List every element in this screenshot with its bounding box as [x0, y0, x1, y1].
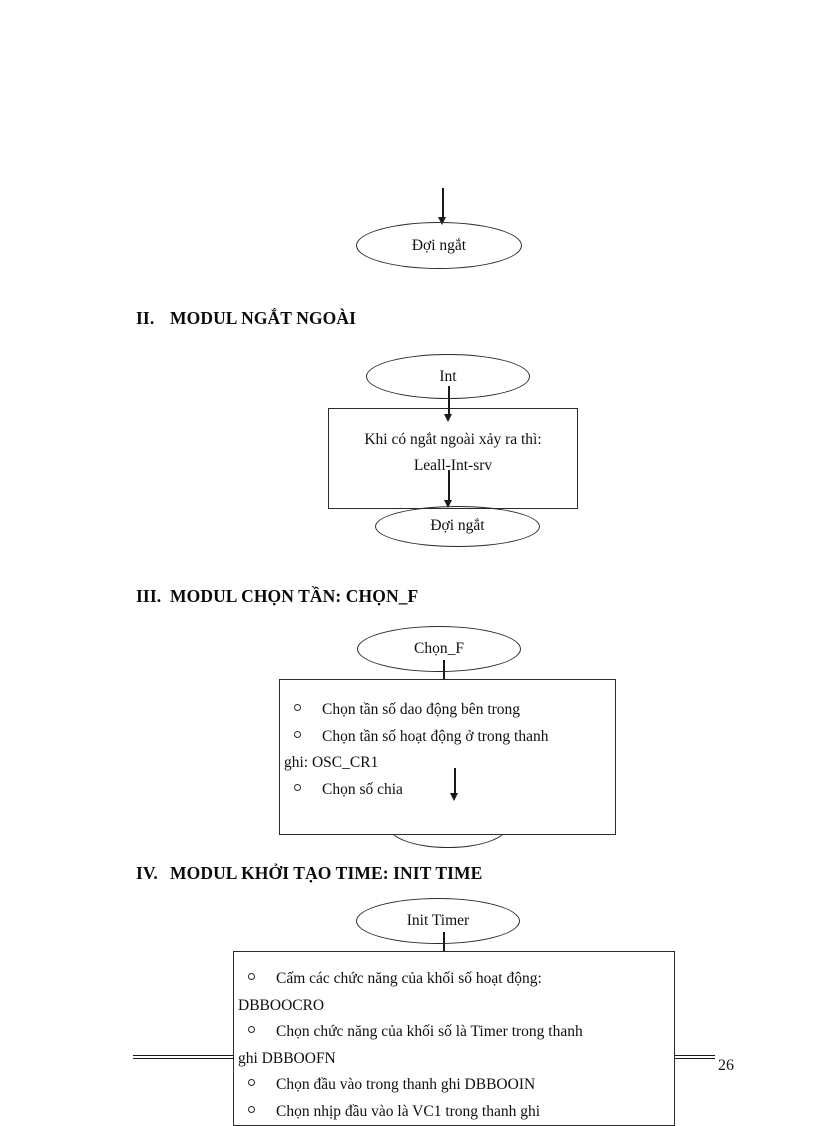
- section-4-numeral: IV.: [136, 863, 158, 883]
- section-4-start-label: Init Timer: [406, 912, 470, 929]
- list-item: Chọn đầu vào trong thanh ghi DBBOOIN: [238, 1072, 674, 1099]
- list-item-text: Chọn nhịp đầu vào là VC1 trong thanh ghi: [276, 1102, 541, 1120]
- section-4-title: MODUL KHỞI TẠO TIME: INIT TIME: [170, 863, 483, 883]
- section-2-title: MODUL NGẮT NGOÀI: [170, 308, 357, 328]
- section-3-heading: III. MODUL CHỌN TẦN: CHỌN_F: [136, 586, 418, 607]
- section-2-numeral: II.: [136, 308, 155, 328]
- section-4-process-box: Cấm các chức năng của khối số hoạt động:…: [233, 951, 675, 1126]
- section-3-numeral: III.: [136, 586, 162, 606]
- section-2-end-ellipse: Đợi ngắt: [375, 506, 540, 547]
- section-3-title: MODUL CHỌN TẦN: CHỌN_F: [170, 586, 419, 606]
- list-item-text: ghi: OSC_CR1: [284, 754, 379, 771]
- list-item: Chọn nhịp đầu vào là VC1 trong thanh ghi: [238, 1099, 674, 1126]
- list-item-text: Chọn tần số hoạt động ở trong thanh: [322, 727, 549, 745]
- bullet-circle-icon: [248, 1026, 255, 1033]
- section-2-heading: II. MODUL NGẮT NGOÀI: [136, 308, 356, 329]
- section-3-start-label: Chọn_F: [414, 640, 464, 657]
- section-2-process-line-2: Leall-Int-srv: [413, 457, 493, 474]
- section-4-bullet-list: Cấm các chức năng của khối số hoạt động:…: [238, 966, 674, 1125]
- bullet-circle-icon: [248, 1105, 255, 1113]
- page-number: 26: [718, 1057, 734, 1074]
- list-item: Chọn tần số hoạt động ở trong thanh: [284, 724, 614, 751]
- bullet-circle-icon: [294, 783, 301, 791]
- list-item-continuation: ghi: OSC_CR1: [284, 750, 614, 777]
- section-4-start-ellipse: Init Timer: [356, 898, 520, 944]
- list-item-text: DBBOOCRO: [238, 996, 325, 1014]
- bullet-circle-icon: [248, 973, 255, 980]
- list-item-text: Chọn số chia: [322, 780, 403, 798]
- list-item: Chọn chức năng của khối số là Timer tron…: [238, 1019, 674, 1046]
- list-item-text: Chọn chức năng của khối số là Timer tron…: [276, 1023, 583, 1040]
- list-item-text: Cấm các chức năng của khối số hoạt động:: [276, 970, 542, 987]
- list-item: Chọn tần số dao động bên trong: [284, 697, 614, 724]
- section-2-end-label: Đợi ngắt: [430, 517, 485, 534]
- list-item-continuation: DBBOOCRO: [238, 993, 674, 1020]
- flow1-terminator-label: Đợi ngắt: [411, 237, 467, 254]
- section-2-process-box: Khi có ngắt ngoài xảy ra thì: Leall-Int-…: [328, 408, 578, 509]
- bullet-circle-icon: [248, 1079, 255, 1086]
- list-item-continuation: ghi DBBOOFN: [238, 1046, 674, 1073]
- list-item-text: Chọn tần số dao động bên trong: [322, 701, 521, 718]
- list-item: Cấm các chức năng của khối số hoạt động:: [238, 966, 674, 993]
- section-3-bullet-list: Chọn tần số dao động bên trong Chọn tần …: [284, 697, 614, 803]
- section-3-end-ellipse-clipped: [388, 826, 508, 848]
- section-3-process-box: Chọn tần số dao động bên trong Chọn tần …: [279, 679, 616, 835]
- list-item-text: ghi DBBOOFN: [238, 1049, 336, 1067]
- section-4-heading: IV. MODUL KHỞI TẠO TIME: INIT TIME: [136, 863, 482, 884]
- section-2-process-line-1: Khi có ngắt ngoài xảy ra thì:: [364, 431, 542, 448]
- flow1-terminator-ellipse: Đợi ngắt: [356, 222, 522, 269]
- bullet-circle-icon: [294, 704, 301, 711]
- bullet-circle-icon: [294, 730, 301, 738]
- list-item-text: Chọn đầu vào trong thanh ghi DBBOOIN: [276, 1076, 536, 1093]
- list-item: Chọn số chia: [284, 777, 614, 804]
- section-2-start-label: Int: [439, 368, 457, 385]
- section-3-start-ellipse: Chọn_F: [357, 626, 521, 672]
